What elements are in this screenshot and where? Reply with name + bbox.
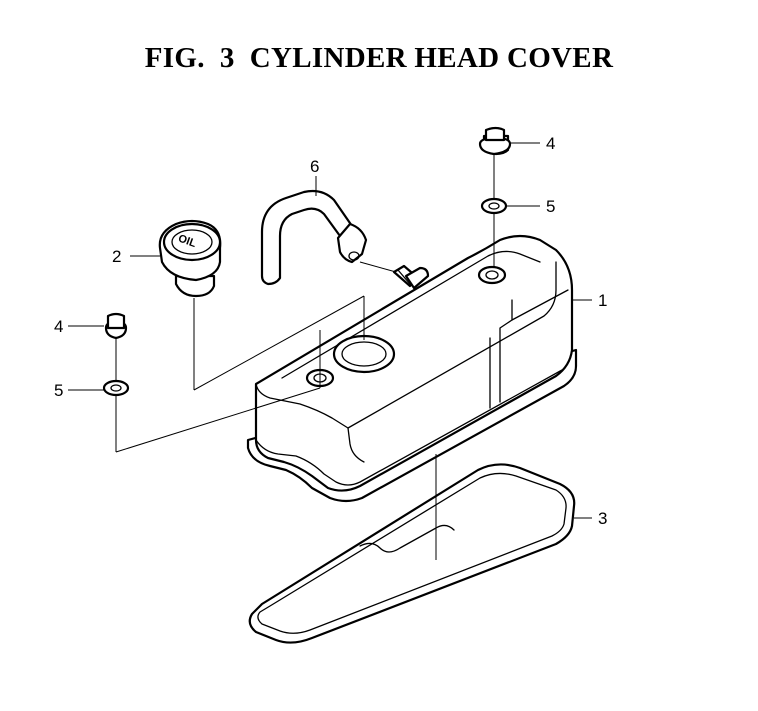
callout-5-left: 5 [54,381,63,400]
flange-nut-right [478,126,512,156]
breather-hose [260,189,368,286]
flange-nut-left [104,312,128,340]
cylinder-head-cover [246,234,578,503]
cover-gasket [248,463,576,644]
washer-right [480,197,508,215]
washer-left [102,379,130,397]
figure-title: FIG. 3 CYLINDER HEAD COVER [144,42,614,74]
assembly-lines [115,154,495,560]
callout-6: 6 [310,157,319,176]
leader-lines [68,142,592,519]
callout-3: 3 [598,509,607,528]
cap-marking: OIL [176,233,198,251]
callout-2: 2 [112,247,121,266]
oil-filler-cap: OIL [158,219,222,298]
callout-1: 1 [598,291,607,310]
callout-5-right: 5 [546,197,555,216]
callout-4-left: 4 [54,317,63,336]
callout-4-right: 4 [546,134,555,153]
